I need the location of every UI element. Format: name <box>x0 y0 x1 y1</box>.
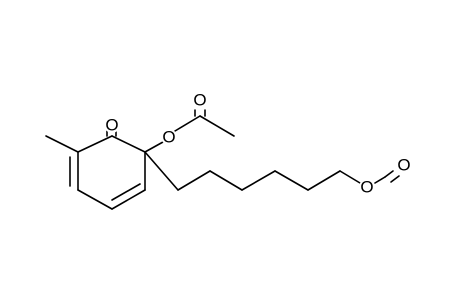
bond-chain-3 <box>209 170 243 191</box>
bond-chain-4 <box>241 170 276 191</box>
ketone-oxygen-label: O <box>105 116 118 135</box>
bond-c4-c5 <box>77 189 113 210</box>
bond-chain-6 <box>307 170 341 191</box>
atom-labels: O O O O O <box>104 91 412 197</box>
formate-ester-oxygen: O <box>359 178 375 197</box>
bond-chain-o <box>339 170 361 184</box>
bond-acyl-methyl <box>199 115 235 137</box>
bond-oformate-carbon <box>374 176 386 184</box>
ketone-oxygen: O <box>104 116 120 135</box>
bond-oester-acyl <box>174 115 201 132</box>
formate-carbonyl-oxygen: O <box>396 156 412 175</box>
formate-carbonyl-oxygen-label: O <box>397 156 410 175</box>
acetate-ester-oxygen: O <box>161 128 177 147</box>
formate-bonds <box>374 170 400 184</box>
hexyl-chain-bonds <box>144 151 361 191</box>
bond-formate-carbonyl-b <box>390 175 400 183</box>
acetate-carbonyl-oxygen: O <box>192 91 208 110</box>
ring-bonds <box>69 135 146 210</box>
bond-chain-5 <box>274 170 309 191</box>
bond-c5-c6-inner <box>111 183 141 201</box>
bond-c2-c3 <box>77 135 113 153</box>
bond-c1-oester <box>144 141 164 153</box>
bond-c5-c6 <box>111 189 146 210</box>
bond-formate-carbonyl-a <box>384 170 394 178</box>
acetate-bonds <box>144 109 235 153</box>
acetate-carbonyl-oxygen-label: O <box>193 91 206 110</box>
bond-methyl <box>45 135 79 153</box>
bond-chain-2 <box>177 170 211 191</box>
formate-ester-oxygen-label: O <box>360 178 373 197</box>
bond-c1-c2 <box>111 135 146 153</box>
acetate-ester-oxygen-label: O <box>162 128 175 147</box>
bond-chain-1 <box>144 151 179 191</box>
